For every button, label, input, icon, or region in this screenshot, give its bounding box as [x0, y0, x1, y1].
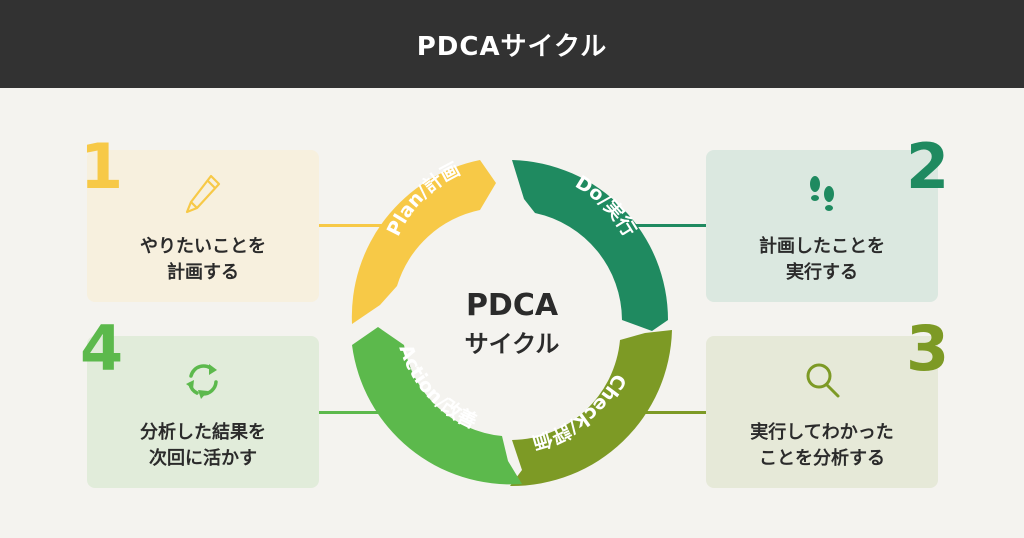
- segment-action: [352, 327, 522, 485]
- segment-do: [512, 160, 668, 331]
- step-number-3: 3: [906, 312, 950, 385]
- center-title: PDCA: [465, 288, 559, 323]
- segment-check: [510, 330, 672, 487]
- step-number-2: 2: [906, 130, 950, 203]
- card-action-text: 分析した結果を 次回に活かす: [140, 422, 266, 469]
- header-bar: PDCAサイクル: [0, 0, 1024, 88]
- step-number-4: 4: [80, 312, 124, 385]
- card-plan: やりたいことを 計画する: [87, 150, 319, 302]
- recycle-icon: [186, 364, 218, 399]
- magnifier-icon: [806, 363, 840, 398]
- cycle-center-label: PDCA サイクル: [412, 288, 612, 360]
- center-subtitle: サイクル: [464, 330, 560, 358]
- page-title: PDCAサイクル: [416, 31, 608, 62]
- connector-plan: [318, 224, 398, 227]
- step-number-1: 1: [80, 130, 124, 203]
- card-do-text: 計画したことを 実行する: [759, 236, 885, 283]
- card-plan-text: やりたいことを 計画する: [140, 236, 266, 283]
- connector-check: [626, 411, 706, 414]
- connector-action: [318, 411, 398, 414]
- footprints-icon: [810, 176, 834, 211]
- card-do: 計画したことを 実行する: [706, 150, 938, 302]
- segment-plan: [351, 160, 496, 324]
- card-check: 実行してわかった ことを分析する: [706, 336, 938, 488]
- card-check-text: 実行してわかった ことを分析する: [750, 422, 894, 469]
- pencil-icon: [185, 174, 221, 214]
- connector-do: [626, 224, 706, 227]
- card-action: 分析した結果を 次回に活かす: [87, 336, 319, 488]
